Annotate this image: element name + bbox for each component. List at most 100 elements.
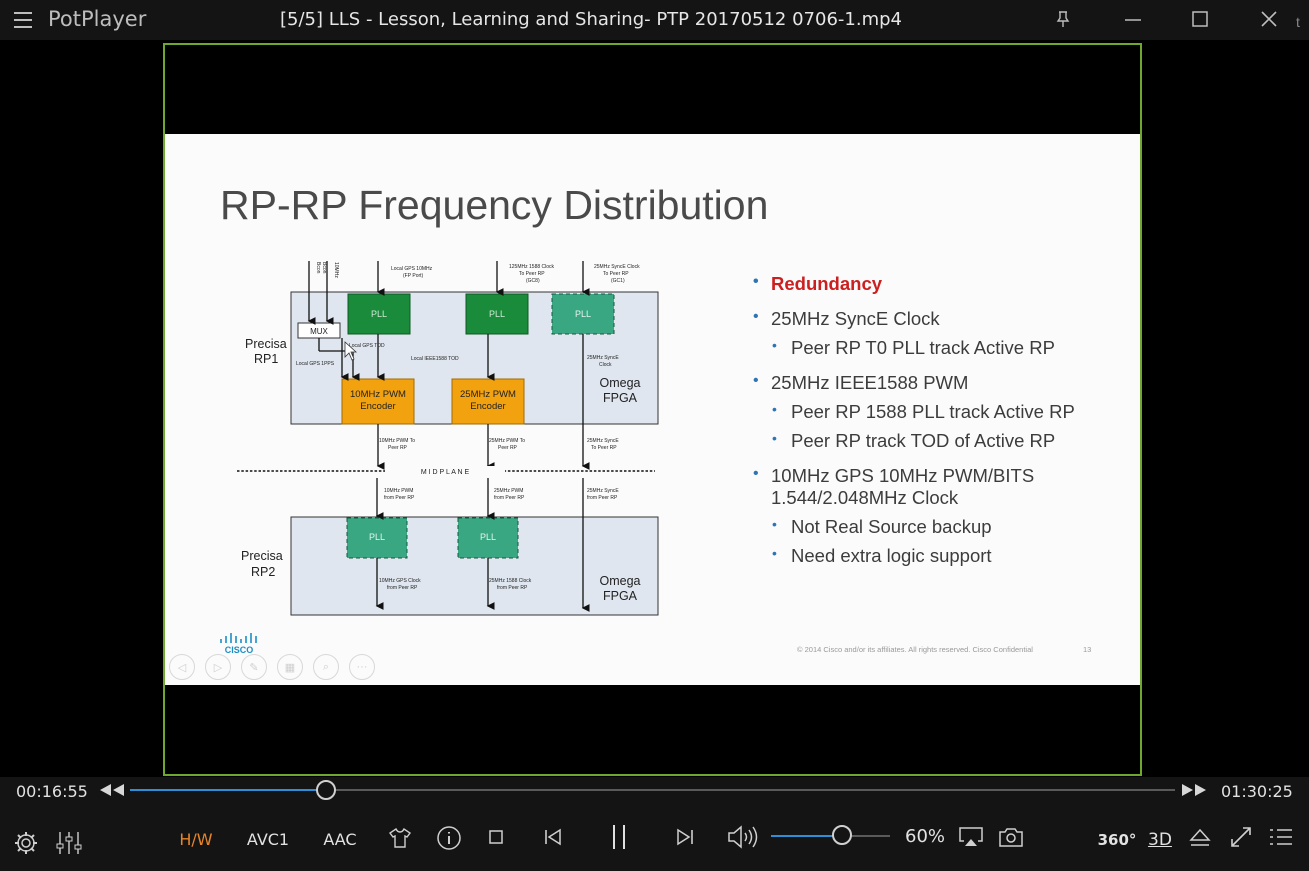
local-ieee-label: Local IEEE1588 TOD <box>411 356 459 362</box>
top-gps-label-1: Local GPS 10MHz <box>391 266 433 272</box>
pll-label: PLL <box>369 532 385 542</box>
stop-icon[interactable] <box>484 825 508 849</box>
fpga-synce-label-1: 25MHz SyncE <box>587 355 619 361</box>
volume-icon[interactable] <box>724 822 760 852</box>
bullet-list: Redundancy 25MHz SyncE Clock Peer RP T0 … <box>750 273 1080 567</box>
top-1588-label-3: (GC8) <box>526 278 540 284</box>
next-track-icon[interactable] <box>672 824 698 850</box>
rewind-icon[interactable] <box>98 780 126 800</box>
fpga-label-2: FPGA <box>603 391 638 405</box>
info-icon[interactable] <box>434 824 464 852</box>
cast-screen-icon[interactable] <box>956 823 986 851</box>
window-title: [5/5] LLS - Lesson, Learning and Sharing… <box>280 9 902 30</box>
bullet-subitem: Not Real Source backup <box>750 516 1080 538</box>
pause-icon[interactable] <box>604 821 634 853</box>
copyright-text: © 2014 Cisco and/or its affiliates. All … <box>797 645 1033 654</box>
pen-icon[interactable]: ✎ <box>241 654 267 680</box>
minimize-icon[interactable] <box>1113 4 1153 34</box>
top-synce-label-2: To Peer RP <box>603 271 629 277</box>
video-codec-button[interactable]: AVC1 <box>246 829 290 849</box>
top-1588-label-1: 125MHz 1588 Clock <box>509 264 555 270</box>
playlist-icon[interactable] <box>1266 823 1296 851</box>
settings-gear-icon[interactable] <box>12 829 40 857</box>
volume-slider[interactable] <box>771 825 890 845</box>
fpga-label-1: Omega <box>600 376 641 390</box>
audio-codec-button[interactable]: AAC <box>323 829 357 849</box>
eject-icon[interactable] <box>1186 825 1214 851</box>
encoder-25mhz <box>451 378 525 425</box>
mux-label: MUX <box>310 327 328 336</box>
rp2-label-2: RP2 <box>251 565 275 579</box>
encoder-25mhz-label-2: Encoder <box>470 401 505 412</box>
volume-slider-fill <box>771 835 843 837</box>
seek-thumb[interactable] <box>315 780 336 800</box>
video-area[interactable]: RP-RP Frequency Distribution Precisa RP1… <box>163 43 1142 776</box>
presentation-slide: RP-RP Frequency Distribution Precisa RP1… <box>165 134 1140 685</box>
fpga-label-2: FPGA <box>603 589 638 603</box>
fullscreen-icon[interactable] <box>1226 823 1256 851</box>
close-icon[interactable] <box>1249 4 1289 34</box>
edge-glyph: t <box>1296 14 1300 30</box>
more-options-icon[interactable]: ··· <box>349 654 375 680</box>
mouse-cursor-icon <box>344 341 358 361</box>
skin-shirt-icon[interactable] <box>386 825 414 851</box>
bullet-subitem: Peer RP T0 PLL track Active RP <box>750 337 1080 359</box>
volume-thumb[interactable] <box>832 825 853 845</box>
total-time: 01:30:25 <box>1221 782 1293 801</box>
vr-360-button[interactable]: 360° <box>1097 831 1137 849</box>
pll-box <box>457 517 519 559</box>
in-synce-label-1: 25MHz SyncE <box>587 488 619 494</box>
zoom-icon[interactable]: ⌕ <box>313 654 339 680</box>
slides-grid-icon[interactable]: ▦ <box>277 654 303 680</box>
bullet-item: 25MHz IEEE1588 PWM <box>750 372 1080 394</box>
maximize-icon[interactable] <box>1180 4 1220 34</box>
pll-label: PLL <box>371 309 387 319</box>
seek-bar-fill <box>130 789 326 791</box>
encoder-10mhz-label-1: 10MHz PWM <box>350 389 406 400</box>
bullet-item: 10MHz GPS 10MHz PWM/BITS 1.544/2.048MHz … <box>750 465 1080 509</box>
rp2-gps-label-1: 10MHz GPS Clock <box>379 578 421 584</box>
bullet-subitem: Peer RP track TOD of Active RP <box>750 430 1080 452</box>
out-10-label-2: Peer RP <box>388 445 408 451</box>
seek-bar[interactable] <box>130 780 1175 800</box>
encoder-10mhz-label-2: Encoder <box>360 401 395 412</box>
out-10-label-1: 10MHz PWM To <box>379 438 415 444</box>
pll-box <box>346 517 408 559</box>
app-name: PotPlayer <box>48 7 147 31</box>
encoder-10mhz <box>341 378 415 425</box>
bullet-item: Redundancy <box>750 273 1080 295</box>
out-25-label-2: Peer RP <box>498 445 518 451</box>
slide-title: RP-RP Frequency Distribution <box>220 182 769 228</box>
rp2-1588-label-1: 25MHz 1588 Clock <box>489 578 532 584</box>
fpga-label-1: Omega <box>600 574 641 588</box>
top-synce-label-3: (GC1) <box>611 278 625 284</box>
volume-percent: 60% <box>905 826 946 847</box>
previous-track-icon[interactable] <box>540 824 566 850</box>
equalizer-icon[interactable] <box>54 829 84 857</box>
screenshot-camera-icon[interactable] <box>996 823 1026 851</box>
out-synce-label-1: 25MHz SyncE <box>587 438 619 444</box>
3d-mode-button[interactable]: 3D <box>1148 830 1172 850</box>
cisco-logo-text: CISCO <box>225 645 254 655</box>
rp2-gps-label-2: from Peer RP <box>387 585 418 591</box>
encoder-25mhz-label-1: 25MHz PWM <box>460 389 516 400</box>
top-gps-label-2: (FP Port) <box>403 273 424 279</box>
fast-forward-icon[interactable] <box>1180 780 1208 800</box>
menu-icon[interactable] <box>14 8 38 32</box>
in-25-label-2: from Peer RP <box>494 495 525 501</box>
local-tod-label: Local GPS TOD <box>349 343 385 349</box>
vert-label-a: Bcon <box>315 262 321 274</box>
rp2-1588-label-2: from Peer RP <box>497 585 528 591</box>
current-time: 00:16:55 <box>16 782 88 801</box>
pin-icon[interactable] <box>1043 4 1083 34</box>
in-25-label-1: 25MHz PWM <box>494 488 523 494</box>
pll-label: PLL <box>575 309 591 319</box>
in-10-label-1: 10MHz PWM <box>384 488 413 494</box>
title-bar: PotPlayer [5/5] LLS - Lesson, Learning a… <box>0 0 1309 40</box>
vert-label-b: Bcon <box>321 262 327 274</box>
next-slide-icon[interactable]: ▷ <box>205 654 231 680</box>
out-synce-label-2: To Peer RP <box>591 445 617 451</box>
previous-slide-icon[interactable]: ◁ <box>169 654 195 680</box>
hw-decoder-toggle[interactable]: H/W <box>179 829 213 849</box>
out-25-label-1: 25MHz PWM To <box>489 438 525 444</box>
